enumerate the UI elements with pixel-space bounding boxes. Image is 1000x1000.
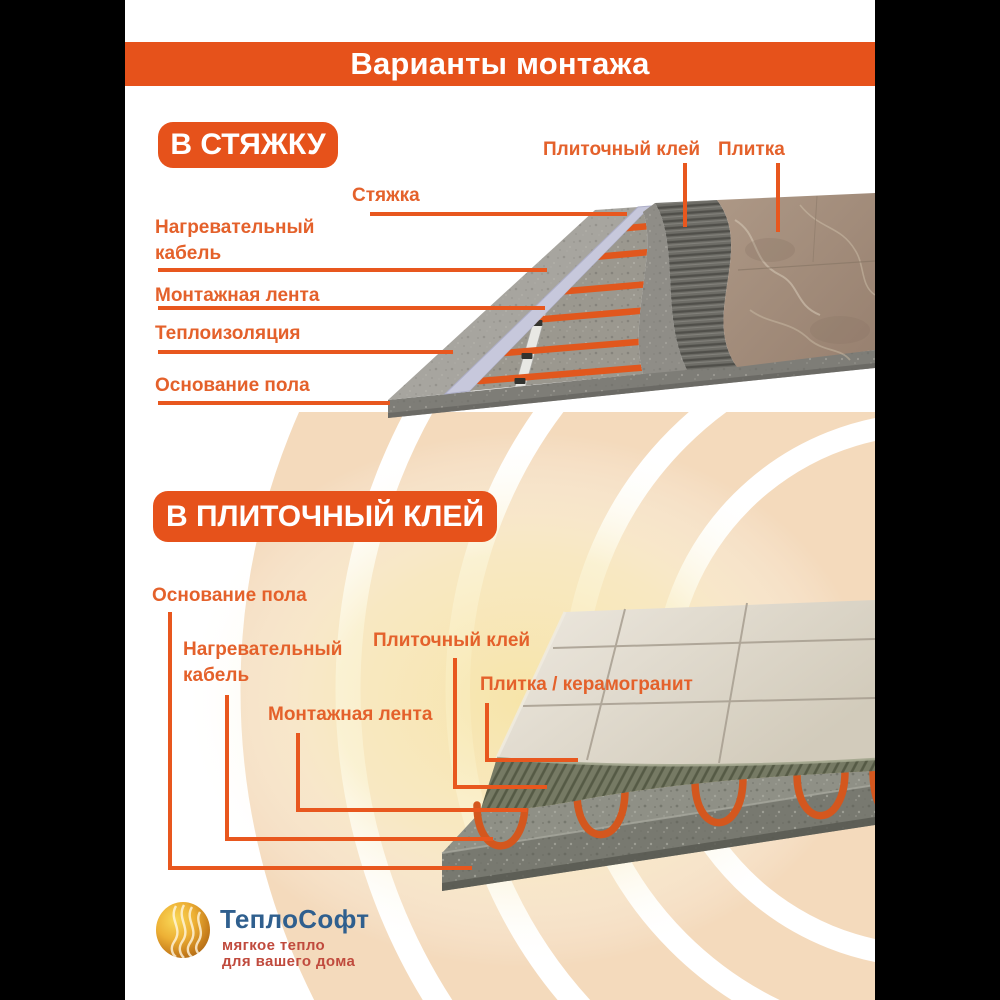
label-floor-base-2: Основание пола bbox=[152, 585, 307, 606]
d1-tile-layer bbox=[717, 193, 875, 367]
label-heating-cable-1: Нагревательный кабель bbox=[155, 217, 315, 264]
label-screed: Стяжка bbox=[352, 185, 420, 206]
label-mounting-tape-1: Монтажная лента bbox=[155, 285, 320, 306]
label-tile-adhesive-2: Плиточный клей bbox=[373, 630, 531, 651]
logo-tagline-1: мягкое тепло bbox=[222, 937, 326, 954]
title-banner: Варианты монтажа bbox=[125, 42, 875, 86]
d1-tile-adhesive-layer bbox=[655, 200, 737, 370]
section-adhesive-badge: В ПЛИТОЧНЫЙ КЛЕЙ bbox=[153, 491, 497, 542]
label-tile-1: Плитка bbox=[718, 139, 785, 160]
section-screed-badge: В СТЯЖКУ bbox=[158, 122, 338, 168]
label-mounting-tape-2: Монтажная лента bbox=[268, 704, 433, 725]
side-bar-right bbox=[875, 0, 1000, 1000]
side-bar-left bbox=[0, 0, 125, 1000]
diagram-screed-installation bbox=[388, 193, 875, 418]
label-heating-cable-2: Нагревательный кабель bbox=[183, 639, 343, 686]
diagram-adhesive-installation bbox=[441, 600, 875, 891]
label-tile-2: Плитка / керамогранит bbox=[480, 674, 693, 695]
d2-floor-base-top bbox=[442, 771, 875, 853]
poster-content: Варианты монтажа В СТЯЖКУ bbox=[125, 0, 875, 1000]
logo-tagline-2: для вашего дома bbox=[222, 953, 356, 970]
label-floor-base-1: Основание пола bbox=[155, 375, 310, 396]
d1-screed-layer bbox=[638, 203, 687, 374]
logo-name: ТеплоСофт bbox=[220, 904, 370, 934]
label-tile-adhesive-1: Плиточный клей bbox=[543, 139, 701, 160]
d2-tile-adhesive-layer bbox=[480, 756, 875, 812]
teplosoft-logo-icon bbox=[156, 902, 210, 958]
label-insulation: Теплоизоляция bbox=[155, 323, 301, 344]
teplosoft-logo: ТеплоСофт мягкое тепло для вашего дома bbox=[153, 898, 483, 978]
